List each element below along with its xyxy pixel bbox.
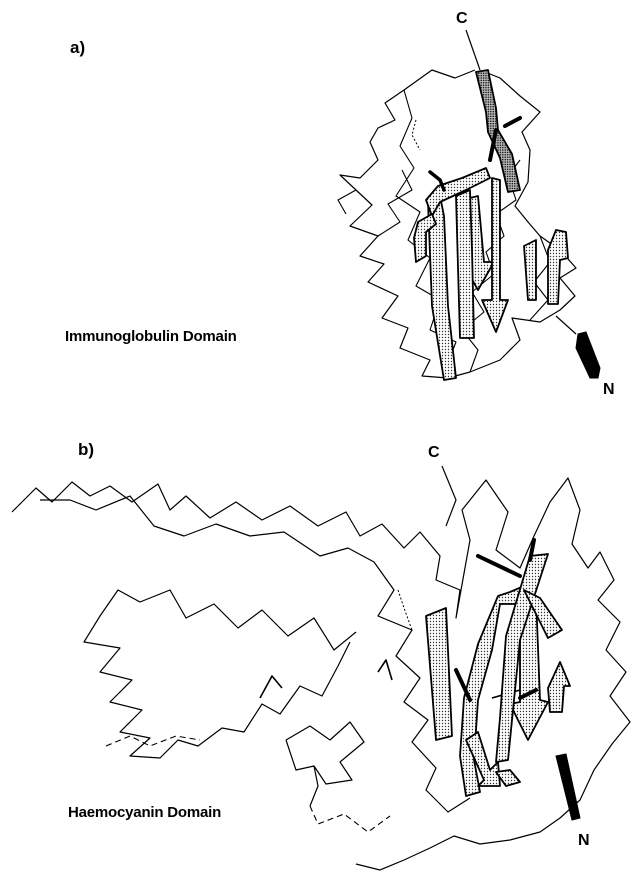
n-terminus-label: N	[603, 381, 615, 399]
panel-immunoglobulin: a) C N Immunoglobulin Domain	[0, 0, 638, 440]
dashed-loop	[106, 736, 200, 746]
backbone-trace	[286, 722, 364, 806]
immunoglobulin-structure-diagram	[0, 0, 638, 440]
n-terminal-strand	[576, 332, 600, 378]
c-terminus-label: C	[456, 10, 468, 28]
dashed-segment	[398, 590, 412, 630]
panel-caption: Immunoglobulin Domain	[65, 328, 237, 345]
panel-letter: a)	[70, 38, 85, 58]
beta-strand	[456, 190, 474, 338]
panel-caption: Haemocyanin Domain	[68, 804, 221, 821]
dashed-segment	[412, 120, 420, 150]
c-terminus-label: C	[428, 444, 440, 462]
beta-strand	[524, 240, 536, 300]
haemocyanin-structure-diagram	[0, 440, 638, 892]
panel-haemocyanin: b) C N Haemocyanin Domain	[0, 440, 638, 892]
beta-strand	[426, 608, 452, 740]
n-terminus-line	[556, 316, 576, 334]
n-terminus-label: N	[578, 832, 590, 850]
backbone-trace	[84, 590, 356, 758]
c-terminus-line	[442, 466, 456, 526]
dashed-loop	[310, 806, 390, 832]
beta-strand	[482, 178, 508, 332]
backbone-trace	[260, 660, 536, 698]
beta-strand	[548, 230, 568, 304]
c-terminus-line	[466, 30, 480, 70]
backbone-trace	[40, 496, 470, 812]
panel-letter: b)	[78, 440, 94, 460]
beta-strand	[548, 662, 570, 712]
